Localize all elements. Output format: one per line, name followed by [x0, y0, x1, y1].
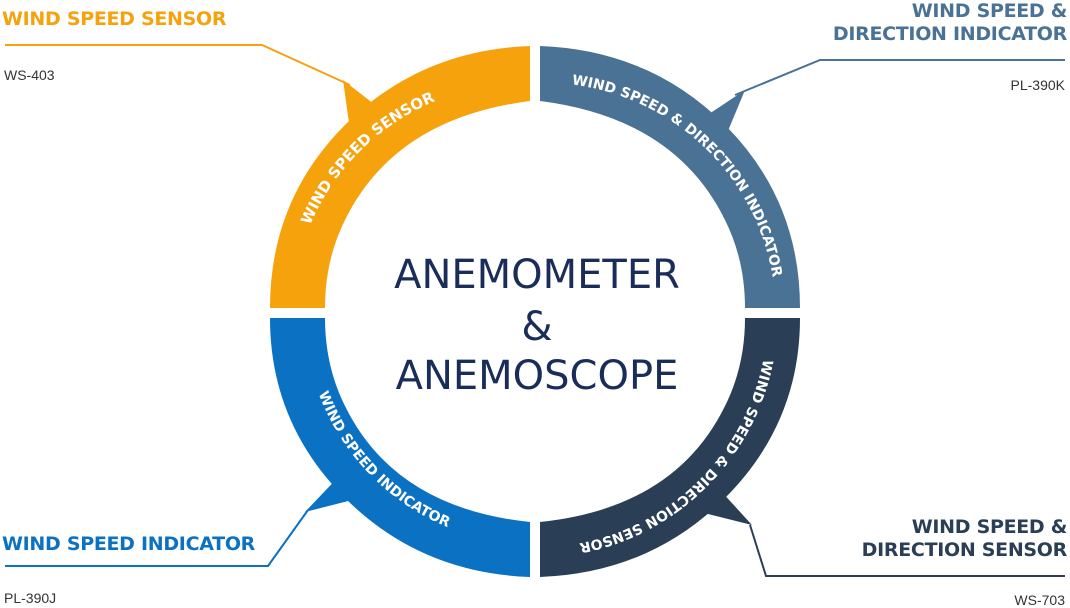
center-title: ANEMOMETER & ANEMOSCOPE	[394, 252, 680, 399]
callout-title-top-left: WIND SPEED SENSOR	[2, 8, 227, 30]
leader-line-top-left	[5, 44, 351, 86]
segment-wind-speed-indicator-pointer	[305, 470, 360, 512]
segment-wind-speed-sensor-shape	[270, 46, 530, 308]
center-title-line-3: ANEMOSCOPE	[396, 353, 679, 399]
callout-title-top-right: WIND SPEED & DIRECTION INDICATOR	[833, 0, 1067, 46]
callout-title-bottom-right: WIND SPEED & DIRECTION SENSOR	[861, 516, 1068, 562]
center-title-line-2: &	[521, 304, 552, 350]
center-title-line-1: ANEMOMETER	[394, 252, 680, 298]
callout-title-top-right-line-1: WIND SPEED &	[911, 0, 1068, 22]
callout-code-bottom-right: WS-703	[1014, 592, 1065, 608]
segment-wind-speed-direction-indicator-pointer	[703, 90, 745, 138]
callout-title-bottom-right-line-1: WIND SPEED &	[911, 516, 1068, 538]
leader-line-top-right	[734, 59, 1065, 96]
segment-wind-speed-direction-sensor-shape	[540, 318, 800, 577]
segment-wind-speed-direction-indicator-shape	[540, 46, 800, 308]
callout-title-top-right-line-2: DIRECTION INDICATOR	[832, 23, 1067, 45]
leader-line-bottom-right	[749, 524, 1065, 577]
leader-line-bottom-left	[5, 509, 309, 567]
callout-code-bottom-left: PL-390J	[4, 590, 57, 606]
segment-wind-speed-indicator-shape	[270, 318, 530, 577]
callout-code-top-right: PL-390K	[1010, 77, 1065, 93]
callout-code-top-left: WS-403	[4, 67, 55, 83]
segment-wind-speed-direction-sensor-pointer	[700, 490, 752, 525]
callout-title-bottom-right-line-2: DIRECTION SENSOR	[861, 539, 1068, 561]
segment-wind-speed-sensor-pointer	[343, 80, 392, 130]
callout-title-bottom-left: WIND SPEED INDICATOR	[2, 533, 255, 555]
